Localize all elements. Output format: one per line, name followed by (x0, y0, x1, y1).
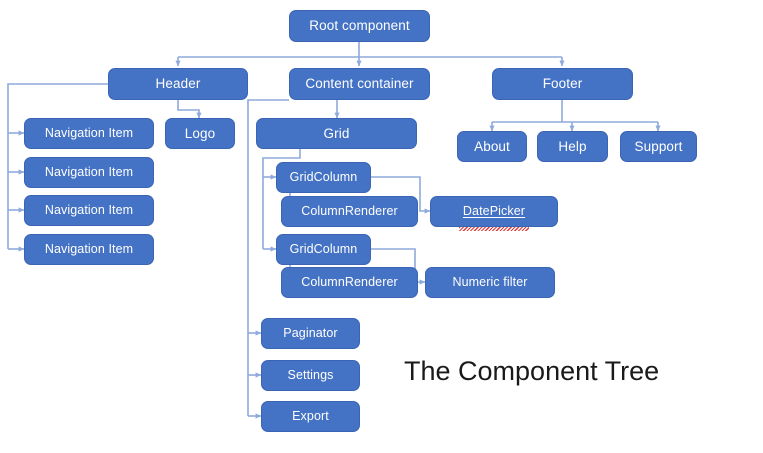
node-about-label: About (474, 138, 510, 154)
node-column-renderer-2-label: ColumnRenderer (301, 275, 398, 290)
node-navigation-item-2[interactable]: Navigation Item (24, 157, 154, 188)
node-footer-label: Footer (542, 76, 583, 92)
node-navigation-item-4[interactable]: Navigation Item (24, 234, 154, 265)
node-navigation-item-2-label: Navigation Item (44, 165, 134, 180)
node-content-container[interactable]: Content container (289, 68, 430, 100)
node-header-label: Header (155, 76, 201, 92)
node-about[interactable]: About (457, 131, 527, 162)
node-grid-column-1[interactable]: GridColumn (276, 162, 371, 193)
node-grid-label: Grid (323, 125, 350, 141)
node-support-label: Support (634, 138, 683, 154)
node-help-label: Help (558, 138, 587, 154)
node-navigation-item-1[interactable]: Navigation Item (24, 118, 154, 149)
node-column-renderer-1-label: ColumnRenderer (301, 204, 398, 219)
spellcheck-underline-icon (459, 227, 529, 231)
node-grid[interactable]: Grid (256, 118, 417, 149)
node-paginator[interactable]: Paginator (261, 318, 360, 349)
node-footer[interactable]: Footer (492, 68, 633, 100)
node-date-picker[interactable]: DatePicker (430, 196, 558, 231)
node-column-renderer-1[interactable]: ColumnRenderer (281, 196, 418, 227)
node-paginator-label: Paginator (283, 326, 338, 341)
node-logo[interactable]: Logo (165, 118, 235, 149)
diagram-title: The Component Tree (404, 356, 660, 386)
node-content-container-label: Content container (305, 76, 414, 92)
node-grid-column-2-label: GridColumn (289, 242, 358, 257)
node-root-component[interactable]: Root component (289, 10, 430, 42)
node-grid-column-2[interactable]: GridColumn (276, 234, 371, 265)
node-date-picker-label: DatePicker (462, 204, 526, 219)
node-help[interactable]: Help (537, 131, 608, 162)
node-settings[interactable]: Settings (261, 360, 360, 391)
node-numeric-filter-label: Numeric filter (452, 275, 528, 290)
node-export[interactable]: Export (261, 401, 360, 432)
node-header[interactable]: Header (108, 68, 248, 100)
node-root-component-label: Root component (309, 18, 410, 34)
node-support[interactable]: Support (620, 131, 697, 162)
node-logo-label: Logo (184, 125, 216, 141)
node-navigation-item-4-label: Navigation Item (44, 242, 134, 257)
node-export-label: Export (292, 409, 329, 424)
node-grid-column-1-label: GridColumn (289, 170, 358, 185)
node-navigation-item-3-label: Navigation Item (44, 203, 134, 218)
node-column-renderer-2[interactable]: ColumnRenderer (281, 267, 418, 298)
node-settings-label: Settings (287, 368, 334, 383)
node-numeric-filter[interactable]: Numeric filter (425, 267, 555, 298)
node-navigation-item-3[interactable]: Navigation Item (24, 195, 154, 226)
node-navigation-item-1-label: Navigation Item (44, 126, 134, 141)
